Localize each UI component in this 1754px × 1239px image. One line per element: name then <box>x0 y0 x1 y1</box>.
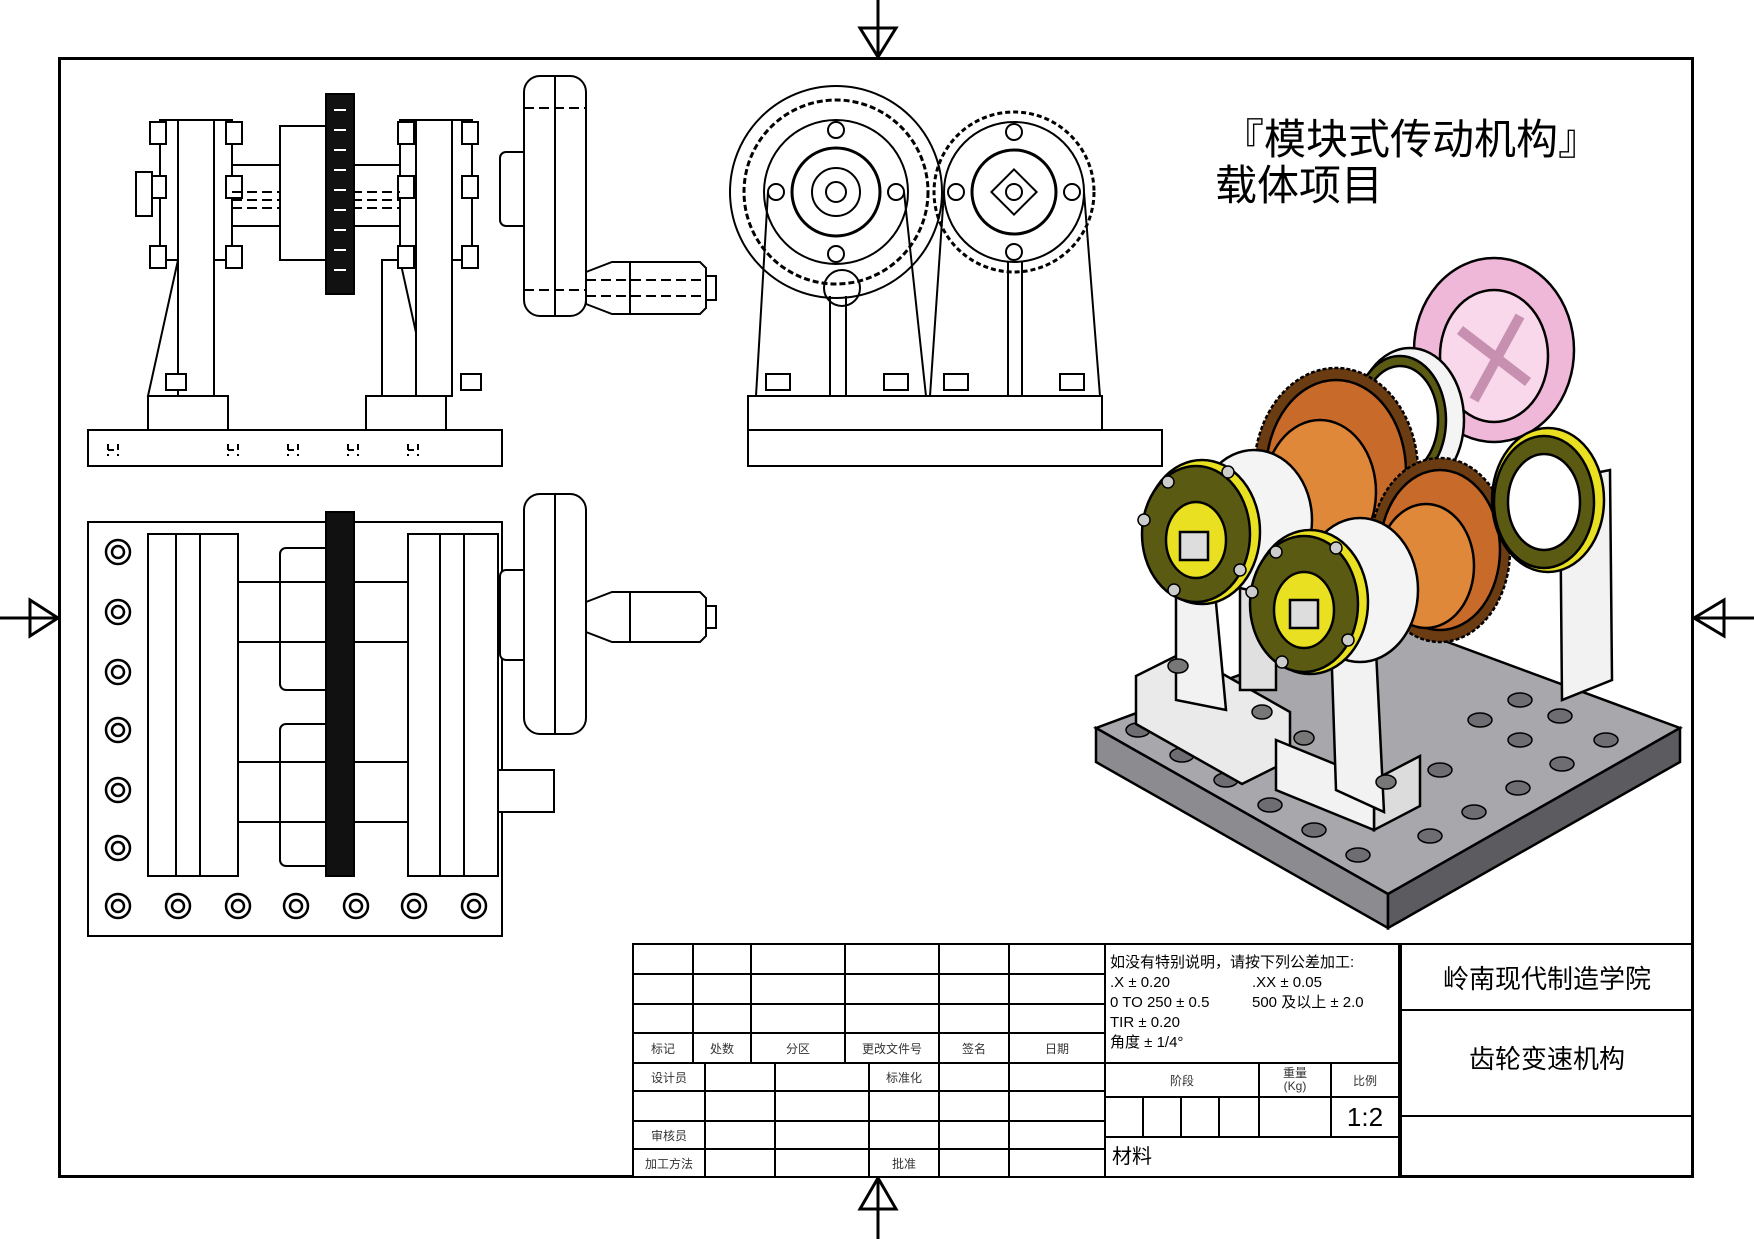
rev-header-mark: 标记 <box>632 1032 694 1064</box>
sig-cell <box>1008 1120 1106 1150</box>
stage-cell <box>1180 1096 1220 1138</box>
sig-cell <box>704 1090 776 1122</box>
drawing-name: 齿轮变速机构 <box>1400 1009 1694 1117</box>
sig-cell <box>938 1120 1010 1150</box>
sig-label-blank <box>632 1090 706 1122</box>
sig-cell <box>1008 1090 1106 1122</box>
shaft-end <box>497 769 555 813</box>
rev-cell <box>938 973 1010 1005</box>
tolerance-line-2: 0 TO 250 ± 0.5 500 及以上 ± 2.0 <box>1110 993 1398 1013</box>
rev-cell <box>692 973 752 1005</box>
base-plate-holes <box>104 538 488 920</box>
rev-cell <box>750 943 846 975</box>
rev-cell <box>938 943 1010 975</box>
rev-cell <box>1008 943 1106 975</box>
rev-cell <box>750 973 846 1005</box>
tol-x: .X ± 0.20 <box>1110 974 1170 991</box>
sig-cell <box>704 1120 776 1150</box>
stage-label: 阶段 <box>1104 1062 1260 1098</box>
sig-cell <box>774 1090 870 1122</box>
front-base-plate <box>87 429 503 467</box>
sig-label-reviewer: 审核员 <box>632 1120 706 1150</box>
weight-value <box>1258 1096 1332 1138</box>
sig-cell <box>704 1148 776 1178</box>
sig-cell <box>1008 1062 1106 1092</box>
rev-header-zone: 分区 <box>750 1032 846 1064</box>
tolerance-heading: 如没有特别说明，请按下列公差加工: <box>1110 954 1355 971</box>
tol-xx: .XX ± 0.05 <box>1252 974 1322 991</box>
top-gear <box>325 511 355 877</box>
tolerance-angle: 角度 ± 1/4° <box>1110 1034 1184 1051</box>
rev-cell <box>692 1003 752 1034</box>
rev-cell <box>844 1003 940 1034</box>
bottom-center-marker <box>857 1175 899 1239</box>
front-crank-handle <box>585 261 707 315</box>
sig-cell <box>704 1062 776 1092</box>
rev-cell <box>1008 1003 1106 1034</box>
rev-cell <box>632 1003 694 1034</box>
sig-label-approval: 批准 <box>868 1148 940 1178</box>
scale-label: 比例 <box>1330 1062 1400 1098</box>
rev-cell <box>938 1003 1010 1034</box>
sig-cell <box>868 1090 940 1122</box>
right-center-marker <box>1691 597 1754 639</box>
scale-value: 1:2 <box>1330 1096 1400 1138</box>
tolerance-tir: TIR ± 0.20 <box>1110 1014 1180 1031</box>
iso-base-plate-right <box>1386 725 1682 931</box>
drawing-number-cell <box>1400 1115 1694 1178</box>
sig-cell <box>938 1062 1010 1092</box>
rev-cell <box>692 943 752 975</box>
top-crank-handle <box>585 591 707 643</box>
sig-label-process: 加工方法 <box>632 1148 706 1178</box>
left-center-marker <box>0 597 61 639</box>
sig-cell <box>938 1148 1010 1178</box>
project-title-line2: 载体项目 <box>1215 161 1384 210</box>
sig-cell <box>1008 1148 1106 1178</box>
sig-cell <box>774 1062 870 1092</box>
large-gear-outline <box>729 85 943 299</box>
sig-cell <box>938 1090 1010 1122</box>
tol-range: 0 TO 250 ± 0.5 <box>1110 994 1210 1011</box>
tol-range-500: 500 及以上 ± 2.0 <box>1252 994 1364 1011</box>
side-base-plate <box>747 429 1163 467</box>
rev-header-date: 日期 <box>1008 1032 1106 1064</box>
organization-name: 岭南现代制造学院 <box>1400 943 1694 1011</box>
top-center-marker <box>857 0 899 60</box>
rev-header-count: 处数 <box>692 1032 752 1064</box>
material-label: 材料 <box>1104 1136 1400 1178</box>
stage-cell <box>1142 1096 1182 1138</box>
rev-header-signature: 签名 <box>938 1032 1010 1064</box>
rev-cell <box>632 943 694 975</box>
sig-cell <box>774 1148 870 1178</box>
sig-label-standardization: 标准化 <box>868 1062 940 1092</box>
small-gear-outline <box>932 110 1096 274</box>
rev-cell <box>844 973 940 1005</box>
sig-cell <box>868 1120 940 1150</box>
front-gear <box>325 93 355 295</box>
rev-header-change-no: 更改文件号 <box>844 1032 940 1064</box>
rev-cell <box>750 1003 846 1034</box>
rev-cell <box>844 943 940 975</box>
rev-cell <box>1008 973 1106 1005</box>
tolerance-notes: 如没有特别说明，请按下列公差加工: .X ± 0.20 .XX ± 0.05 0 … <box>1104 943 1400 1064</box>
rev-cell <box>632 973 694 1005</box>
stage-cell <box>1218 1096 1260 1138</box>
sig-cell <box>774 1120 870 1150</box>
project-title-line1: 『模块式传动机构』 <box>1222 115 1601 164</box>
sig-label-designer: 设计员 <box>632 1062 706 1092</box>
tolerance-line-1: .X ± 0.20 .XX ± 0.05 <box>1110 973 1398 993</box>
weight-label: 重量 (Kg) <box>1258 1062 1332 1098</box>
stage-cell <box>1104 1096 1144 1138</box>
